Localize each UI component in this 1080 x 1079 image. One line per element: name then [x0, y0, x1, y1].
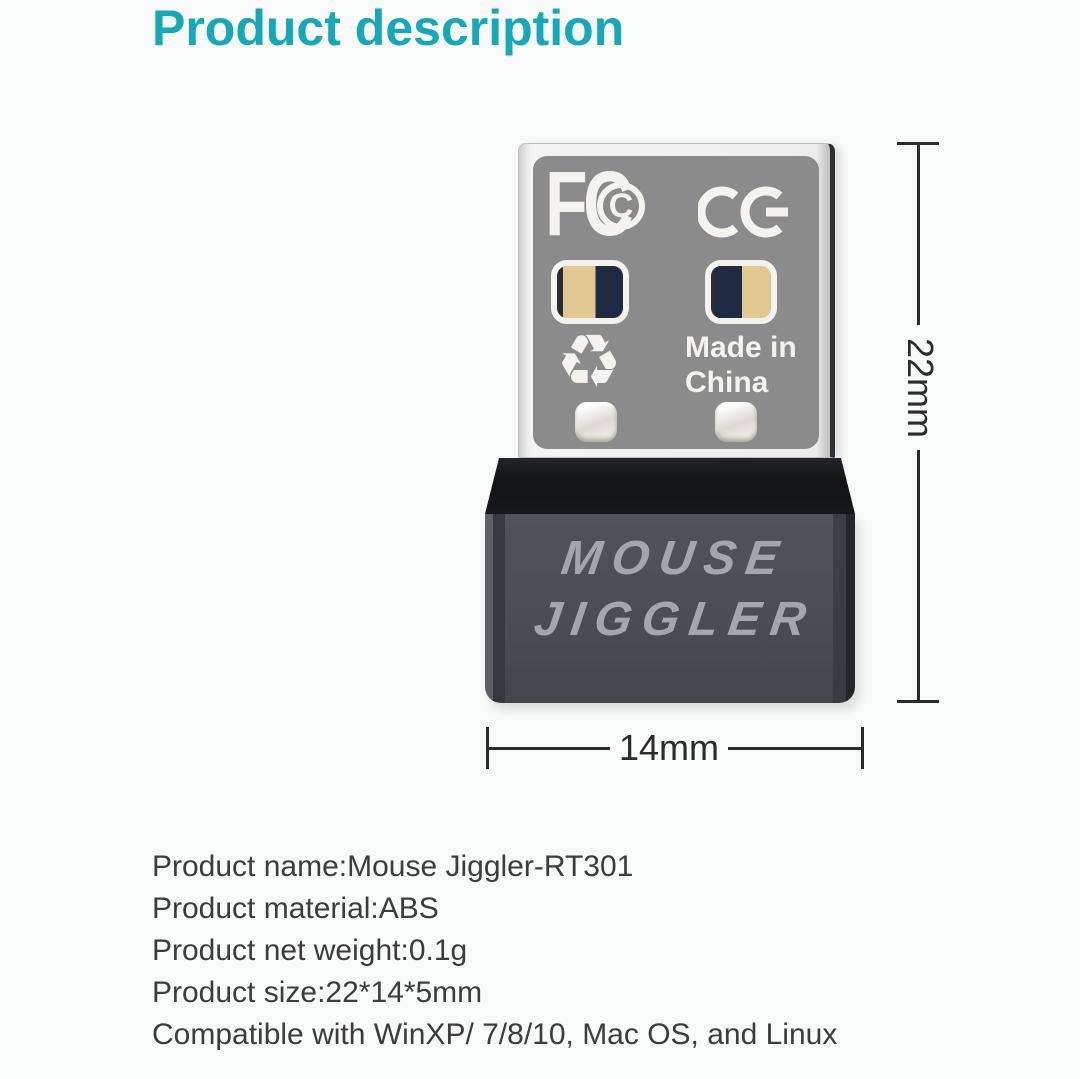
height-dimension-cap-bottom: [897, 700, 939, 703]
usb-connector: FC C CE ♻ Made in China: [518, 143, 835, 458]
spec-line-compatibility: Compatible with WinXP/ 7/8/10, Mac OS, a…: [152, 1018, 838, 1051]
height-dimension-label: 22mm: [900, 337, 941, 439]
device-body-cap: [485, 458, 855, 514]
width-dimension-label: 14mm: [618, 727, 720, 768]
usb-connector-panel: FC C CE ♻ Made in China: [533, 156, 819, 449]
fcc-circle-icon: C: [597, 182, 645, 230]
fcc-mark: FC C: [545, 158, 645, 250]
made-in-line1: Made in: [685, 331, 797, 364]
brand-label: MOUSE JIGGLER: [485, 528, 855, 650]
fcc-circled-c: C: [608, 187, 634, 225]
height-dimension-line-lower: [917, 450, 920, 703]
mounting-hole-right: [715, 402, 757, 442]
width-dimension-cap-right: [861, 727, 864, 769]
spec-line-material: Product material:ABS: [152, 892, 439, 925]
width-dimension-line-right: [728, 747, 864, 750]
contact-window-left: [551, 260, 629, 324]
ce-mark-text: CE: [698, 244, 699, 245]
specs-list: Product name:Mouse Jiggler-RT301 Product…: [152, 846, 837, 1056]
brand-line1: MOUSE: [558, 532, 792, 585]
made-in-line2: China: [685, 366, 769, 399]
spec-line-product-name: Product name:Mouse Jiggler-RT301: [152, 850, 634, 883]
height-dimension-line-upper: [917, 142, 920, 325]
brand-line2: JIGGLER: [530, 593, 820, 646]
ce-mark-icon: CE: [698, 180, 790, 244]
page-title: Product description: [152, 0, 625, 56]
recycle-icon: ♻: [555, 319, 623, 405]
made-in-china-label: Made in China: [685, 330, 797, 400]
mounting-hole-left: [575, 402, 617, 442]
contact-window-right: [705, 260, 777, 324]
spec-line-net-weight: Product net weight:0.1g: [152, 934, 468, 967]
width-dimension-line-left: [486, 747, 610, 750]
spec-line-size: Product size:22*14*5mm: [152, 976, 483, 1009]
device-body: MOUSE JIGGLER: [485, 514, 855, 703]
